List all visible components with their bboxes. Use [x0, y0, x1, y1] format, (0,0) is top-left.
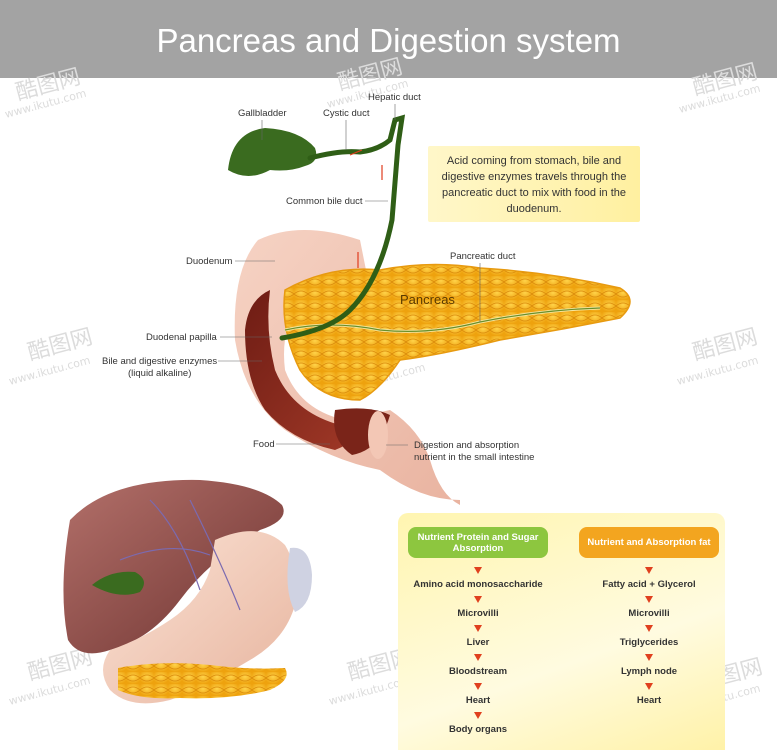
- flow-step: Triglycerides: [619, 637, 679, 648]
- arrow-icon: [408, 679, 548, 693]
- arrow-icon: [579, 592, 719, 606]
- pancreas-illustration: Pancreas: [283, 263, 631, 401]
- flow-step: Liver: [466, 637, 490, 648]
- bile-enzymes-sublabel: (liquid alkaline): [128, 368, 191, 379]
- flow-step: Heart: [465, 695, 491, 706]
- bile-enzymes-label: Bile and digestive enzymes: [102, 356, 217, 367]
- flow-step: Microvilli: [457, 608, 499, 619]
- flow-step: Heart: [636, 695, 662, 706]
- nutrient-flow-panel: Nutrient Protein and Sugar Absorption Am…: [398, 513, 725, 750]
- pancreas-label: Pancreas: [400, 292, 455, 307]
- common-bile-duct-label: Common bile duct: [286, 196, 363, 207]
- flow-step: Body organs: [448, 724, 508, 735]
- title-banner: Pancreas and Digestion system: [0, 0, 777, 78]
- gallbladder-illustration: [228, 114, 406, 341]
- flow-step: Lymph node: [620, 666, 678, 677]
- arrow-icon: [408, 558, 548, 577]
- duodenum-label: Duodenum: [186, 256, 233, 267]
- page-title: Pancreas and Digestion system: [156, 22, 621, 59]
- hepatic-duct-label: Hepatic duct: [368, 92, 421, 103]
- callout-text: Acid coming from stomach, bile and diges…: [441, 155, 627, 215]
- arrow-icon: [579, 650, 719, 664]
- info-callout: Acid coming from stomach, bile and diges…: [428, 146, 640, 222]
- food-label: Food: [253, 439, 275, 450]
- digestion-sublabel: nutrient in the small intestine: [414, 452, 534, 463]
- protein-sugar-column: Nutrient Protein and Sugar Absorption Am…: [408, 527, 548, 737]
- arrow-icon: [408, 708, 548, 722]
- liver-stomach-illustration: [63, 479, 312, 704]
- arrow-icon: [579, 558, 719, 577]
- arrow-icon: [408, 592, 548, 606]
- arrow-icon: [579, 621, 719, 635]
- duodenal-papilla-label: Duodenal papilla: [146, 332, 217, 343]
- diagram-labels: Hepatic duct Gallbladder Cystic duct Com…: [102, 92, 534, 463]
- flow-step: Amino acid monosaccharide: [413, 579, 543, 590]
- flow-step: Microvilli: [628, 608, 670, 619]
- protein-sugar-header: Nutrient Protein and Sugar Absorption: [408, 527, 548, 558]
- arrow-icon: [408, 650, 548, 664]
- gallbladder-label: Gallbladder: [238, 108, 287, 119]
- cystic-duct-label: Cystic duct: [323, 108, 370, 119]
- fat-header: Nutrient and Absorption fat: [579, 527, 719, 558]
- fat-column: Nutrient and Absorption fat Fatty acid +…: [579, 527, 719, 708]
- flow-step: Bloodstream: [448, 666, 508, 677]
- arrow-icon: [579, 679, 719, 693]
- digestion-label: Digestion and absorption: [414, 440, 519, 451]
- pancreatic-duct-label: Pancreatic duct: [450, 251, 516, 262]
- arrow-icon: [408, 621, 548, 635]
- flow-step: Fatty acid + Glycerol: [602, 579, 696, 590]
